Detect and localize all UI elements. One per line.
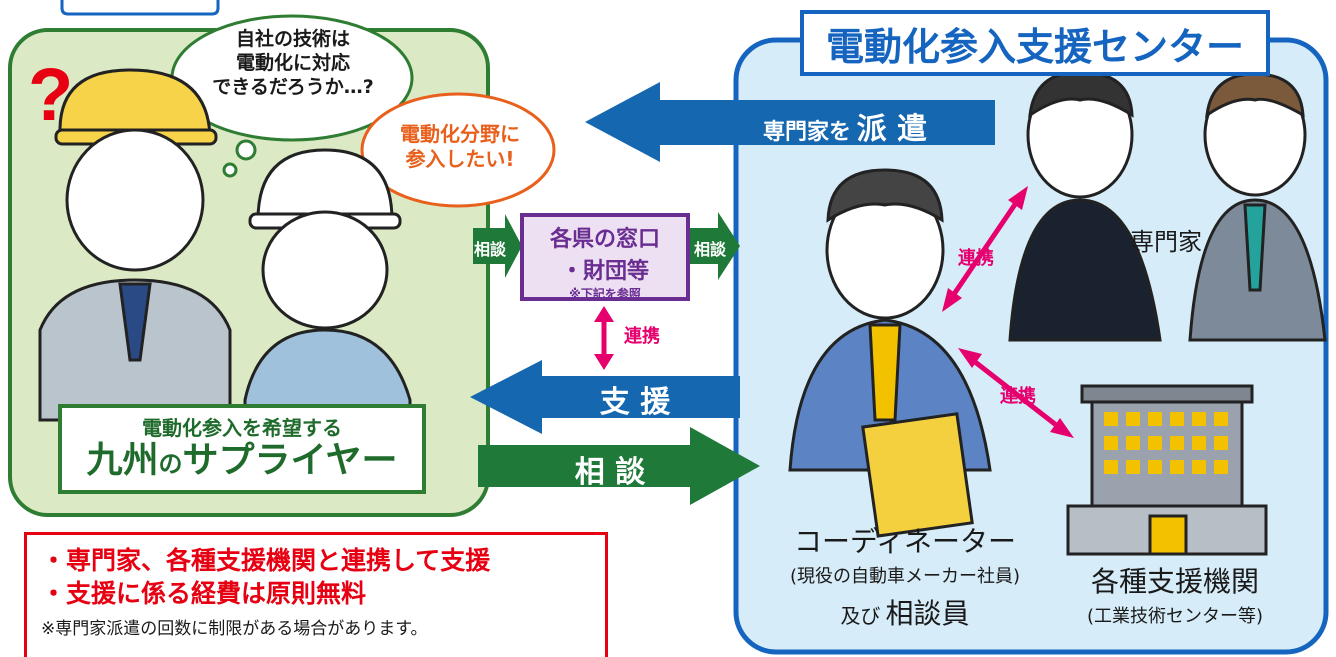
expert-label: 専門家 [1130, 228, 1202, 256]
thought2-line2: 参入したい! [405, 147, 515, 171]
support-arrow-text: 支 援 [599, 385, 671, 420]
left-consult-arrow [473, 214, 522, 278]
window-line2: ・財団等 [560, 259, 649, 284]
consult-arrow [478, 427, 760, 505]
link-label-center: 連携 [624, 326, 660, 347]
dispatch-prefix: 専門家を [762, 120, 851, 145]
coordinator-note: (現役の自動車メーカー社員) [789, 566, 1021, 587]
consultant-label: 相談員 [885, 597, 970, 630]
left-consult-label: 相談 [473, 240, 506, 259]
notes-box: ・専門家、各種支援機関と連携して支援 ・支援に係る経費は原則無料 ※専門家派遣の… [24, 532, 608, 657]
consultant-prefix: 及び [840, 604, 881, 628]
thought2-line1: 電動化分野に [400, 122, 520, 146]
right-consult-arrow [690, 212, 740, 280]
link-label-agency: 連携 [1000, 386, 1036, 407]
agency-label-group: 各種支援機関 (工業技術センター等) [1060, 560, 1290, 628]
right-consult-label: 相談 [693, 240, 726, 259]
thought1-line2: 電動化に対応 [235, 51, 350, 74]
thought1-line1: 自社の技術は [235, 28, 350, 50]
supplier-title: 九州のサプライヤー [62, 441, 422, 481]
note-footnote: ※専門家派遣の回数に制限がある場合があります。 [41, 619, 428, 639]
expert-figures [1008, 70, 1327, 342]
building-figure [1066, 384, 1268, 556]
thought1-line3: できるだろうか…? [212, 75, 374, 98]
link-arrows [594, 186, 1074, 438]
agency-note: (工業技術センター等) [1086, 606, 1264, 627]
window-line1: 各県の窓口 [549, 227, 660, 252]
consultant-line: 及び 相談員 [760, 592, 1050, 632]
window-note: ※下記を参照 [569, 287, 641, 301]
coordinator-figure [788, 168, 992, 538]
worker-man [38, 68, 232, 422]
link-label-expert: 連携 [958, 248, 994, 269]
coordinator-label: コーディネーター [793, 525, 1017, 558]
dispatch-main: 派 遣 [856, 112, 928, 147]
dispatch-arrow-text: 専門家を 派 遣 [705, 104, 985, 148]
supplier-title-part3: サプライヤー [182, 440, 398, 481]
supplier-subtitle: 電動化参入を希望する [142, 416, 342, 440]
thought-bubble-1-text: 自社の技術は 電動化に対応 できるだろうか…? [188, 28, 398, 99]
window-box: 各県の窓口 ・財団等 ※下記を参照 [520, 213, 690, 301]
supplier-title-part2: の [158, 450, 183, 478]
worker-woman [243, 148, 412, 422]
note-bullet-1: ・専門家、各種支援機関と連携して支援 [41, 546, 491, 575]
supplier-title-part1: 九州 [86, 440, 159, 481]
agency-label: 各種支援機関 [1090, 565, 1259, 598]
building-windows [1104, 412, 1228, 474]
note-bullet-2: ・支援に係る経費は原則無料 [41, 578, 367, 608]
thought-bubble-2-text: 電動化分野に 参入したい! [380, 122, 540, 172]
supplier-label-box: 電動化参入を希望する 九州のサプライヤー [58, 404, 426, 494]
center-title: 電動化参入支援センター [825, 26, 1244, 69]
thought-bubble-2 [360, 92, 556, 208]
top-tab-outline [60, 0, 220, 16]
consult-arrow-text: 相 談 [574, 455, 646, 490]
coordinator-label-group: コーディネーター (現役の自動車メーカー社員) 及び 相談員 [760, 520, 1050, 632]
support-arrow [470, 360, 740, 434]
center-title-box: 電動化参入支援センター [800, 10, 1270, 76]
dispatch-arrow [585, 82, 995, 162]
